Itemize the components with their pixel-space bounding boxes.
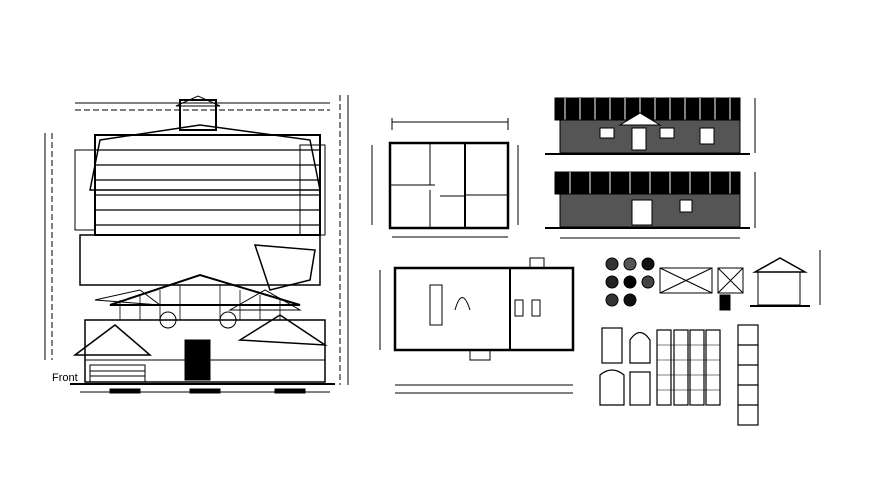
elevation-side: [750, 250, 821, 307]
elevation-rear: [545, 171, 756, 239]
elevation-front: [545, 97, 756, 155]
floor-plan-upper: [371, 118, 519, 238]
floor-plan-lower: [379, 257, 575, 394]
main-house-elevation: [44, 95, 349, 394]
door-window-details: [599, 324, 759, 426]
front-label: Front: [52, 372, 78, 384]
hatch-legend: [605, 257, 744, 311]
